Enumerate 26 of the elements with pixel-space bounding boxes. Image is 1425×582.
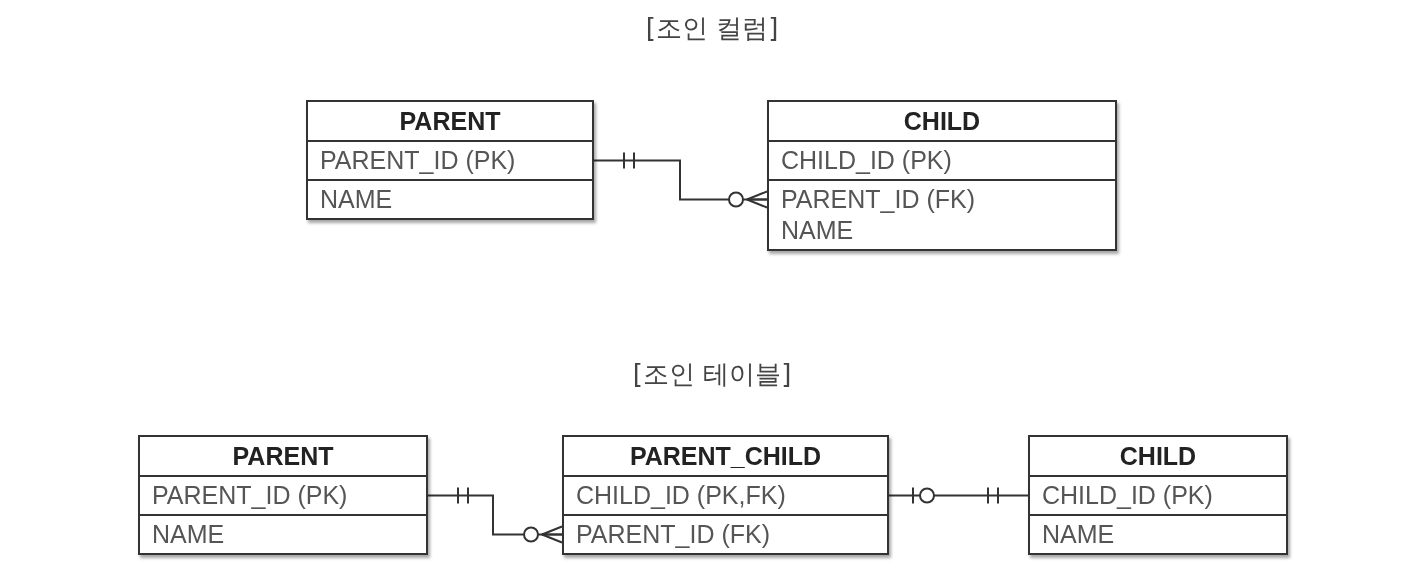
column-name: NAME: [152, 519, 225, 550]
column-name: PARENT_ID (FK): [576, 519, 770, 550]
column-name: PARENT_ID (FK): [781, 184, 975, 215]
table-name: CHILD: [902, 105, 982, 137]
relationship-line: [593, 151, 768, 209]
relationship-line: [427, 486, 563, 544]
section-heading: [조인 컬럼]: [645, 12, 779, 45]
section-heading: [조인 테이블]: [632, 358, 792, 391]
column-name: NAME: [320, 184, 393, 215]
entity-table: [138, 435, 428, 555]
column-name: CHILD_ID (PK,FK): [576, 480, 786, 511]
column-name: PARENT_ID (PK): [152, 480, 348, 511]
column-name: NAME: [1042, 519, 1115, 550]
table-name: PARENT: [231, 440, 335, 472]
entity-table: [1028, 435, 1288, 555]
column-name: PARENT_ID (PK): [320, 145, 516, 176]
table-name: PARENT_CHILD: [628, 440, 823, 472]
entity-table: [306, 100, 594, 220]
column-name: NAME: [781, 215, 854, 246]
table-name: CHILD: [1118, 440, 1198, 472]
table-name: PARENT: [398, 105, 502, 137]
entity-table: [562, 435, 889, 555]
entity-table: [767, 100, 1117, 251]
relationship-line: [888, 486, 1029, 505]
column-name: CHILD_ID (PK): [781, 145, 952, 176]
column-name: CHILD_ID (PK): [1042, 480, 1213, 511]
